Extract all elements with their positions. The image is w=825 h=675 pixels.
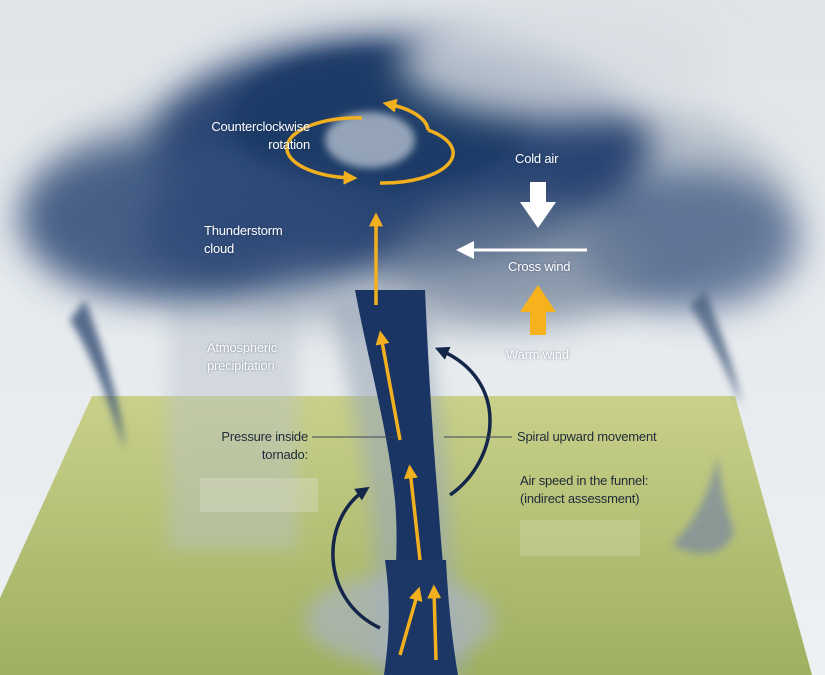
tornado-funnel (305, 290, 495, 675)
thunderstorm-cloud (20, 0, 800, 330)
side-funnel-left (70, 300, 125, 450)
precipitation-haze (168, 300, 298, 550)
side-funnel-right (690, 290, 742, 405)
spiral-label: Spiral upward movement (517, 429, 657, 444)
cold-air-label: Cold air (515, 151, 559, 166)
distant-funnel (672, 455, 734, 554)
cross-wind-arrow (456, 241, 587, 259)
spiral-arrows (331, 346, 492, 630)
pressure-value-field (200, 478, 318, 512)
cross-wind-label: Cross wind (508, 259, 571, 274)
pressure-label: Pressure inside tornado: (221, 429, 308, 462)
updraft-arrows (369, 212, 442, 661)
cold-air-arrow (520, 182, 556, 228)
airspeed-label: Air speed in the funnel: (indirect asses… (520, 473, 649, 506)
precipitation-label: Atmospheric precipitation (207, 340, 278, 373)
warm-wind-label: Warm wind (506, 347, 569, 362)
rotation-label: Counterclockwise rotation (211, 119, 310, 152)
airspeed-value-field (520, 520, 640, 556)
thunderstorm-cloud-label: Thunderstorm cloud (204, 223, 283, 256)
warm-wind-arrow (520, 285, 556, 335)
rotation-arrows (285, 98, 455, 185)
